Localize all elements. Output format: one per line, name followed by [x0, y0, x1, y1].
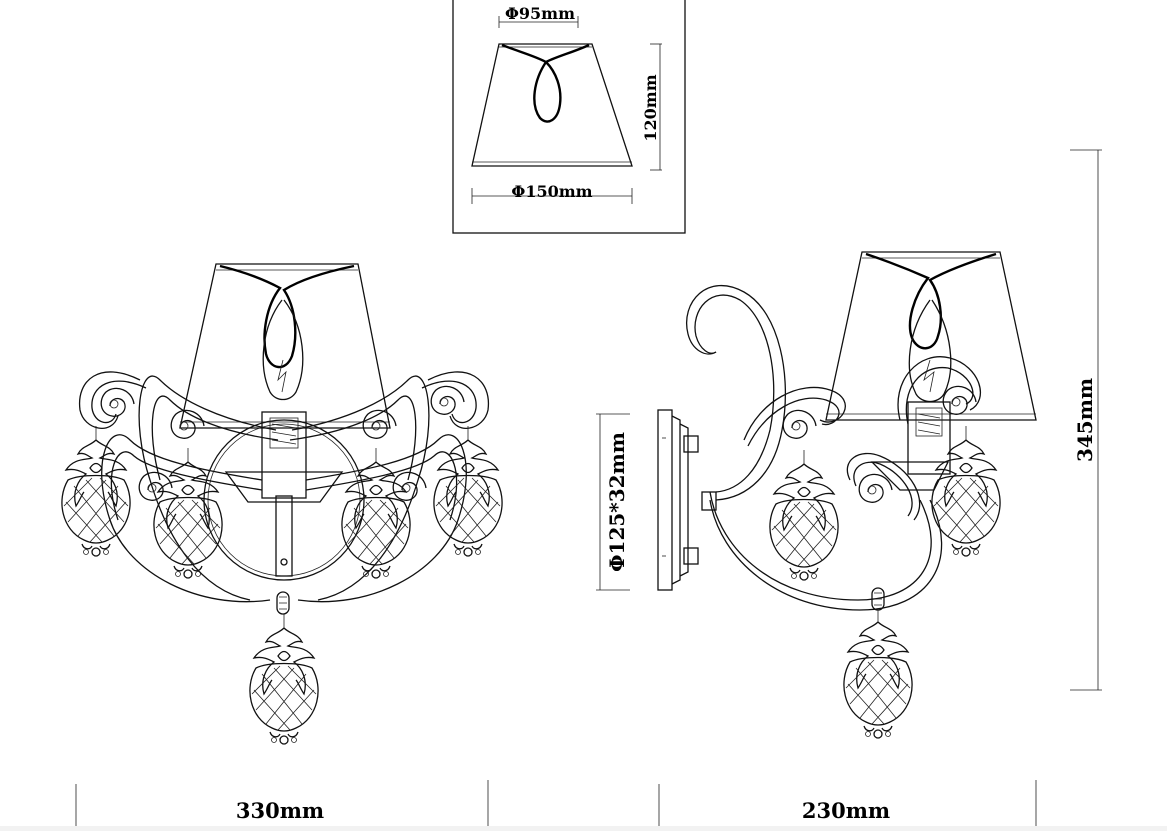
bottom-strip: [0, 826, 1167, 831]
front-shade: [179, 263, 391, 429]
shade-height-label: 120mm: [641, 74, 660, 141]
wall-plate-profile: Φ125*32mm: [596, 409, 717, 591]
side-shade: [825, 251, 1037, 421]
front-backplate: [203, 419, 365, 581]
wall-plate-size-label: Φ125*32mm: [605, 432, 629, 572]
overall-height-label: 345mm: [1073, 378, 1097, 462]
overall-width-label: 330mm: [236, 798, 324, 823]
shade-detail-frame: [452, 0, 686, 234]
front-view: [61, 263, 503, 745]
front-shade-loop: [219, 264, 355, 369]
side-view: [686, 251, 1037, 739]
shade-top-diameter-label: Φ95mm: [505, 4, 575, 23]
wall-plate-body: [657, 409, 673, 591]
shade-detail-panel: Φ95mm Φ150mm 120mm: [452, 0, 686, 234]
bottom-dimensions: 330mm 230mm: [75, 780, 1037, 831]
overall-height-dimension: 345mm: [1070, 149, 1102, 691]
shade-loop: [501, 43, 590, 123]
shade-outline: [471, 43, 633, 167]
overall-depth-label: 230mm: [802, 798, 890, 823]
shade-bottom-diameter-label: Φ150mm: [511, 182, 592, 201]
